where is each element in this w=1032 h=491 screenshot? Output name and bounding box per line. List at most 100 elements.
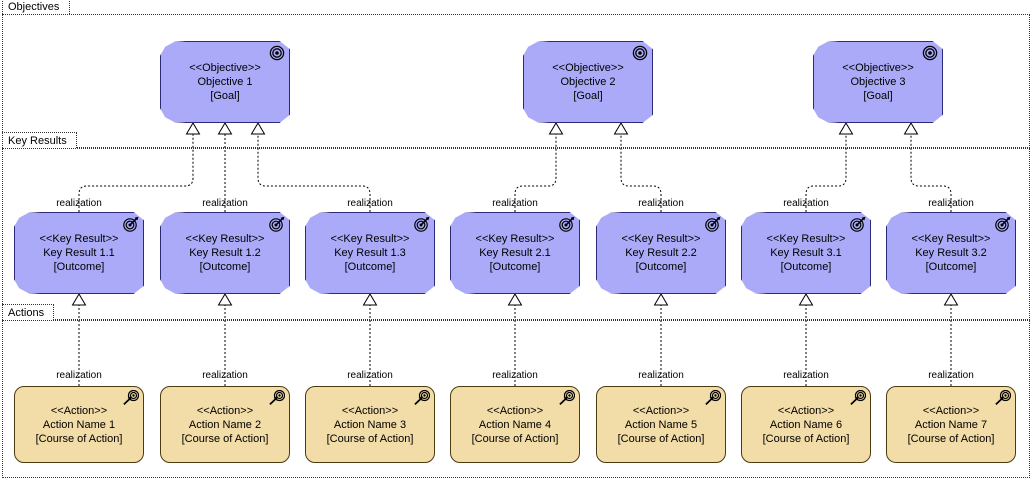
node-obj1[interactable]: <<Objective>>Objective 1[Goal] [160,41,290,123]
course-of-action-icon [705,389,722,406]
course-of-action-icon [123,389,140,406]
node-name: Action Name 2 [188,418,262,431]
node-name: Key Result 1.1 [43,247,115,259]
node-type: [Course of Action] [326,432,414,445]
course-of-action-icon [850,389,867,406]
node-stereotype: <<Action>> [341,404,399,417]
node-name: Key Result 1.2 [189,247,261,259]
node-act2[interactable]: <<Action>>Action Name 2[Course of Action… [160,386,290,463]
node-type: [Course of Action] [762,432,850,445]
course-of-action-icon [995,389,1012,406]
relationship-label-r10: realization [347,370,393,381]
outcome-target-arrow-icon [705,216,721,232]
node-type: [Outcome] [53,261,105,273]
node-name: Key Result 3.1 [770,247,842,259]
outcome-target-arrow-icon [414,216,430,232]
node-stereotype: <<Key Result>> [185,233,265,245]
node-kr11[interactable]: <<Key Result>> Key Result 1.1 [Outcome] [14,212,144,294]
node-act4[interactable]: <<Action>>Action Name 4[Course of Action… [450,386,580,463]
node-name: Action Name 7 [914,418,988,431]
group-label-objectives: Objectives [2,0,70,14]
group-container-actions[interactable] [2,320,1030,478]
node-type: [Goal] [573,90,603,102]
node-stereotype: <<Action>> [196,404,254,417]
relationship-label-r1: realization [56,198,102,209]
relationship-label-r6: realization [783,198,829,209]
relationship-label-r7: realization [928,198,974,209]
node-kr31[interactable]: <<Key Result>> Key Result 3.1 [Outcome] [741,212,871,294]
node-stereotype: <<Key Result>> [330,233,410,245]
node-type: [Outcome] [780,261,832,273]
node-type: [Course of Action] [181,432,269,445]
node-stereotype: <<Action>> [50,404,108,417]
node-name: Key Result 1.3 [334,247,406,259]
outcome-target-arrow-icon [269,216,285,232]
node-obj2[interactable]: <<Objective>> Objective 2 [Goal] [523,41,653,123]
node-stereotype: <<Key Result>> [911,233,991,245]
node-type: [Course of Action] [617,432,705,445]
node-kr12[interactable]: <<Key Result>> Key Result 1.2 [Outcome] [160,212,290,294]
node-type: [Outcome] [925,261,977,273]
relationship-label-r4: realization [492,198,538,209]
goal-target-icon [632,45,648,61]
node-stereotype: <<Action>> [632,404,690,417]
node-stereotype: <<Objective>> [189,62,261,74]
node-type: [Outcome] [199,261,251,273]
course-of-action-icon [414,389,431,406]
node-name: Key Result 2.2 [625,247,697,259]
node-type: [Outcome] [344,261,396,273]
node-act7[interactable]: <<Action>>Action Name 7[Course of Action… [886,386,1016,463]
node-name: Action Name 1 [42,418,116,431]
node-name: Action Name 5 [624,418,698,431]
node-name: Action Name 3 [333,418,407,431]
node-name: Objective 3 [850,76,906,88]
node-stereotype: <<Key Result>> [621,233,701,245]
group-container-key_results[interactable] [2,148,1030,320]
node-obj3[interactable]: <<Objective>> Objective 3 [Goal] [813,41,943,123]
node-type: [Course of Action] [471,432,559,445]
node-stereotype: <<Key Result>> [39,233,119,245]
node-kr32[interactable]: <<Key Result>> Key Result 3.2 [Outcome] [886,212,1016,294]
relationship-label-r14: realization [928,370,974,381]
node-stereotype: <<Key Result>> [766,233,846,245]
relationship-label-r9: realization [202,370,248,381]
node-kr13[interactable]: <<Key Result>> Key Result 1.3 [Outcome] [305,212,435,294]
node-act5[interactable]: <<Action>>Action Name 5[Course of Action… [596,386,726,463]
node-stereotype: <<Objective>> [552,62,624,74]
relationship-label-r11: realization [492,370,538,381]
relationship-label-r12: realization [638,370,684,381]
node-type: [Goal] [210,90,240,102]
node-type: [Goal] [863,90,893,102]
node-type: [Outcome] [489,261,541,273]
outcome-target-arrow-icon [995,216,1011,232]
node-stereotype: <<Action>> [777,404,835,417]
node-type: [Course of Action] [35,432,123,445]
node-name: Action Name 6 [769,418,843,431]
node-stereotype: <<Action>> [922,404,980,417]
outcome-target-arrow-icon [850,216,866,232]
node-kr22[interactable]: <<Key Result>> Key Result 2.2 [Outcome] [596,212,726,294]
node-stereotype: <<Objective>> [842,62,914,74]
node-name: Objective 2 [560,76,616,88]
node-act6[interactable]: <<Action>>Action Name 6[Course of Action… [741,386,871,463]
node-type: [Course of Action] [907,432,995,445]
node-type: [Outcome] [635,261,687,273]
node-act3[interactable]: <<Action>>Action Name 3[Course of Action… [305,386,435,463]
group-container-objectives[interactable] [2,14,1030,148]
node-stereotype: <<Action>> [486,404,544,417]
node-name: Key Result 2.1 [479,247,551,259]
course-of-action-icon [269,389,286,406]
outcome-target-arrow-icon [123,216,139,232]
relationship-label-r13: realization [783,370,829,381]
goal-target-icon [269,45,285,61]
node-name: Key Result 3.2 [915,247,987,259]
node-stereotype: <<Key Result>> [475,233,555,245]
node-act1[interactable]: <<Action>>Action Name 1[Course of Action… [14,386,144,463]
relationship-label-r8: realization [56,370,102,381]
node-kr21[interactable]: <<Key Result>> Key Result 2.1 [Outcome] [450,212,580,294]
group-label-key_results: Key Results [2,132,77,148]
relationship-label-r3: realization [347,198,393,209]
goal-target-icon [922,45,938,61]
outcome-target-arrow-icon [559,216,575,232]
